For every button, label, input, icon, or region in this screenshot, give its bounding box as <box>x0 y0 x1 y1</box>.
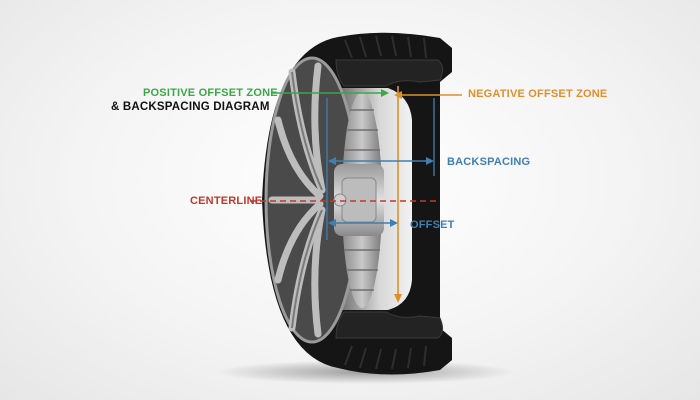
tread-top <box>344 35 427 59</box>
positive-zone-arrowhead <box>381 89 389 97</box>
centerline-label: CENTERLINE <box>190 195 263 207</box>
tread-bottom <box>344 345 427 370</box>
mounting-face-arrowhead <box>394 294 402 303</box>
wheel-spokes-shade <box>291 71 323 329</box>
negative-offset-zone-label: NEGATIVE OFFSET ZONE <box>468 88 608 100</box>
rotor-vents <box>344 109 380 291</box>
offset-arrow-left <box>328 219 336 227</box>
hub-center <box>341 177 377 223</box>
diagram-title: & BACKSPACING DIAGRAM <box>111 101 270 113</box>
tire-section-bottom <box>335 311 444 339</box>
backspacing-arrow-left <box>328 157 336 165</box>
lug-nut <box>333 193 347 207</box>
positive-offset-zone-label: POSITIVE OFFSET ZONE <box>143 87 278 99</box>
offset-label: OFFSET <box>410 219 455 231</box>
tire-section-top <box>335 59 444 87</box>
offset-arrow-right <box>390 219 398 227</box>
backspacing-label: BACKSPACING <box>447 156 531 168</box>
backspacing-arrow-right <box>426 157 434 165</box>
